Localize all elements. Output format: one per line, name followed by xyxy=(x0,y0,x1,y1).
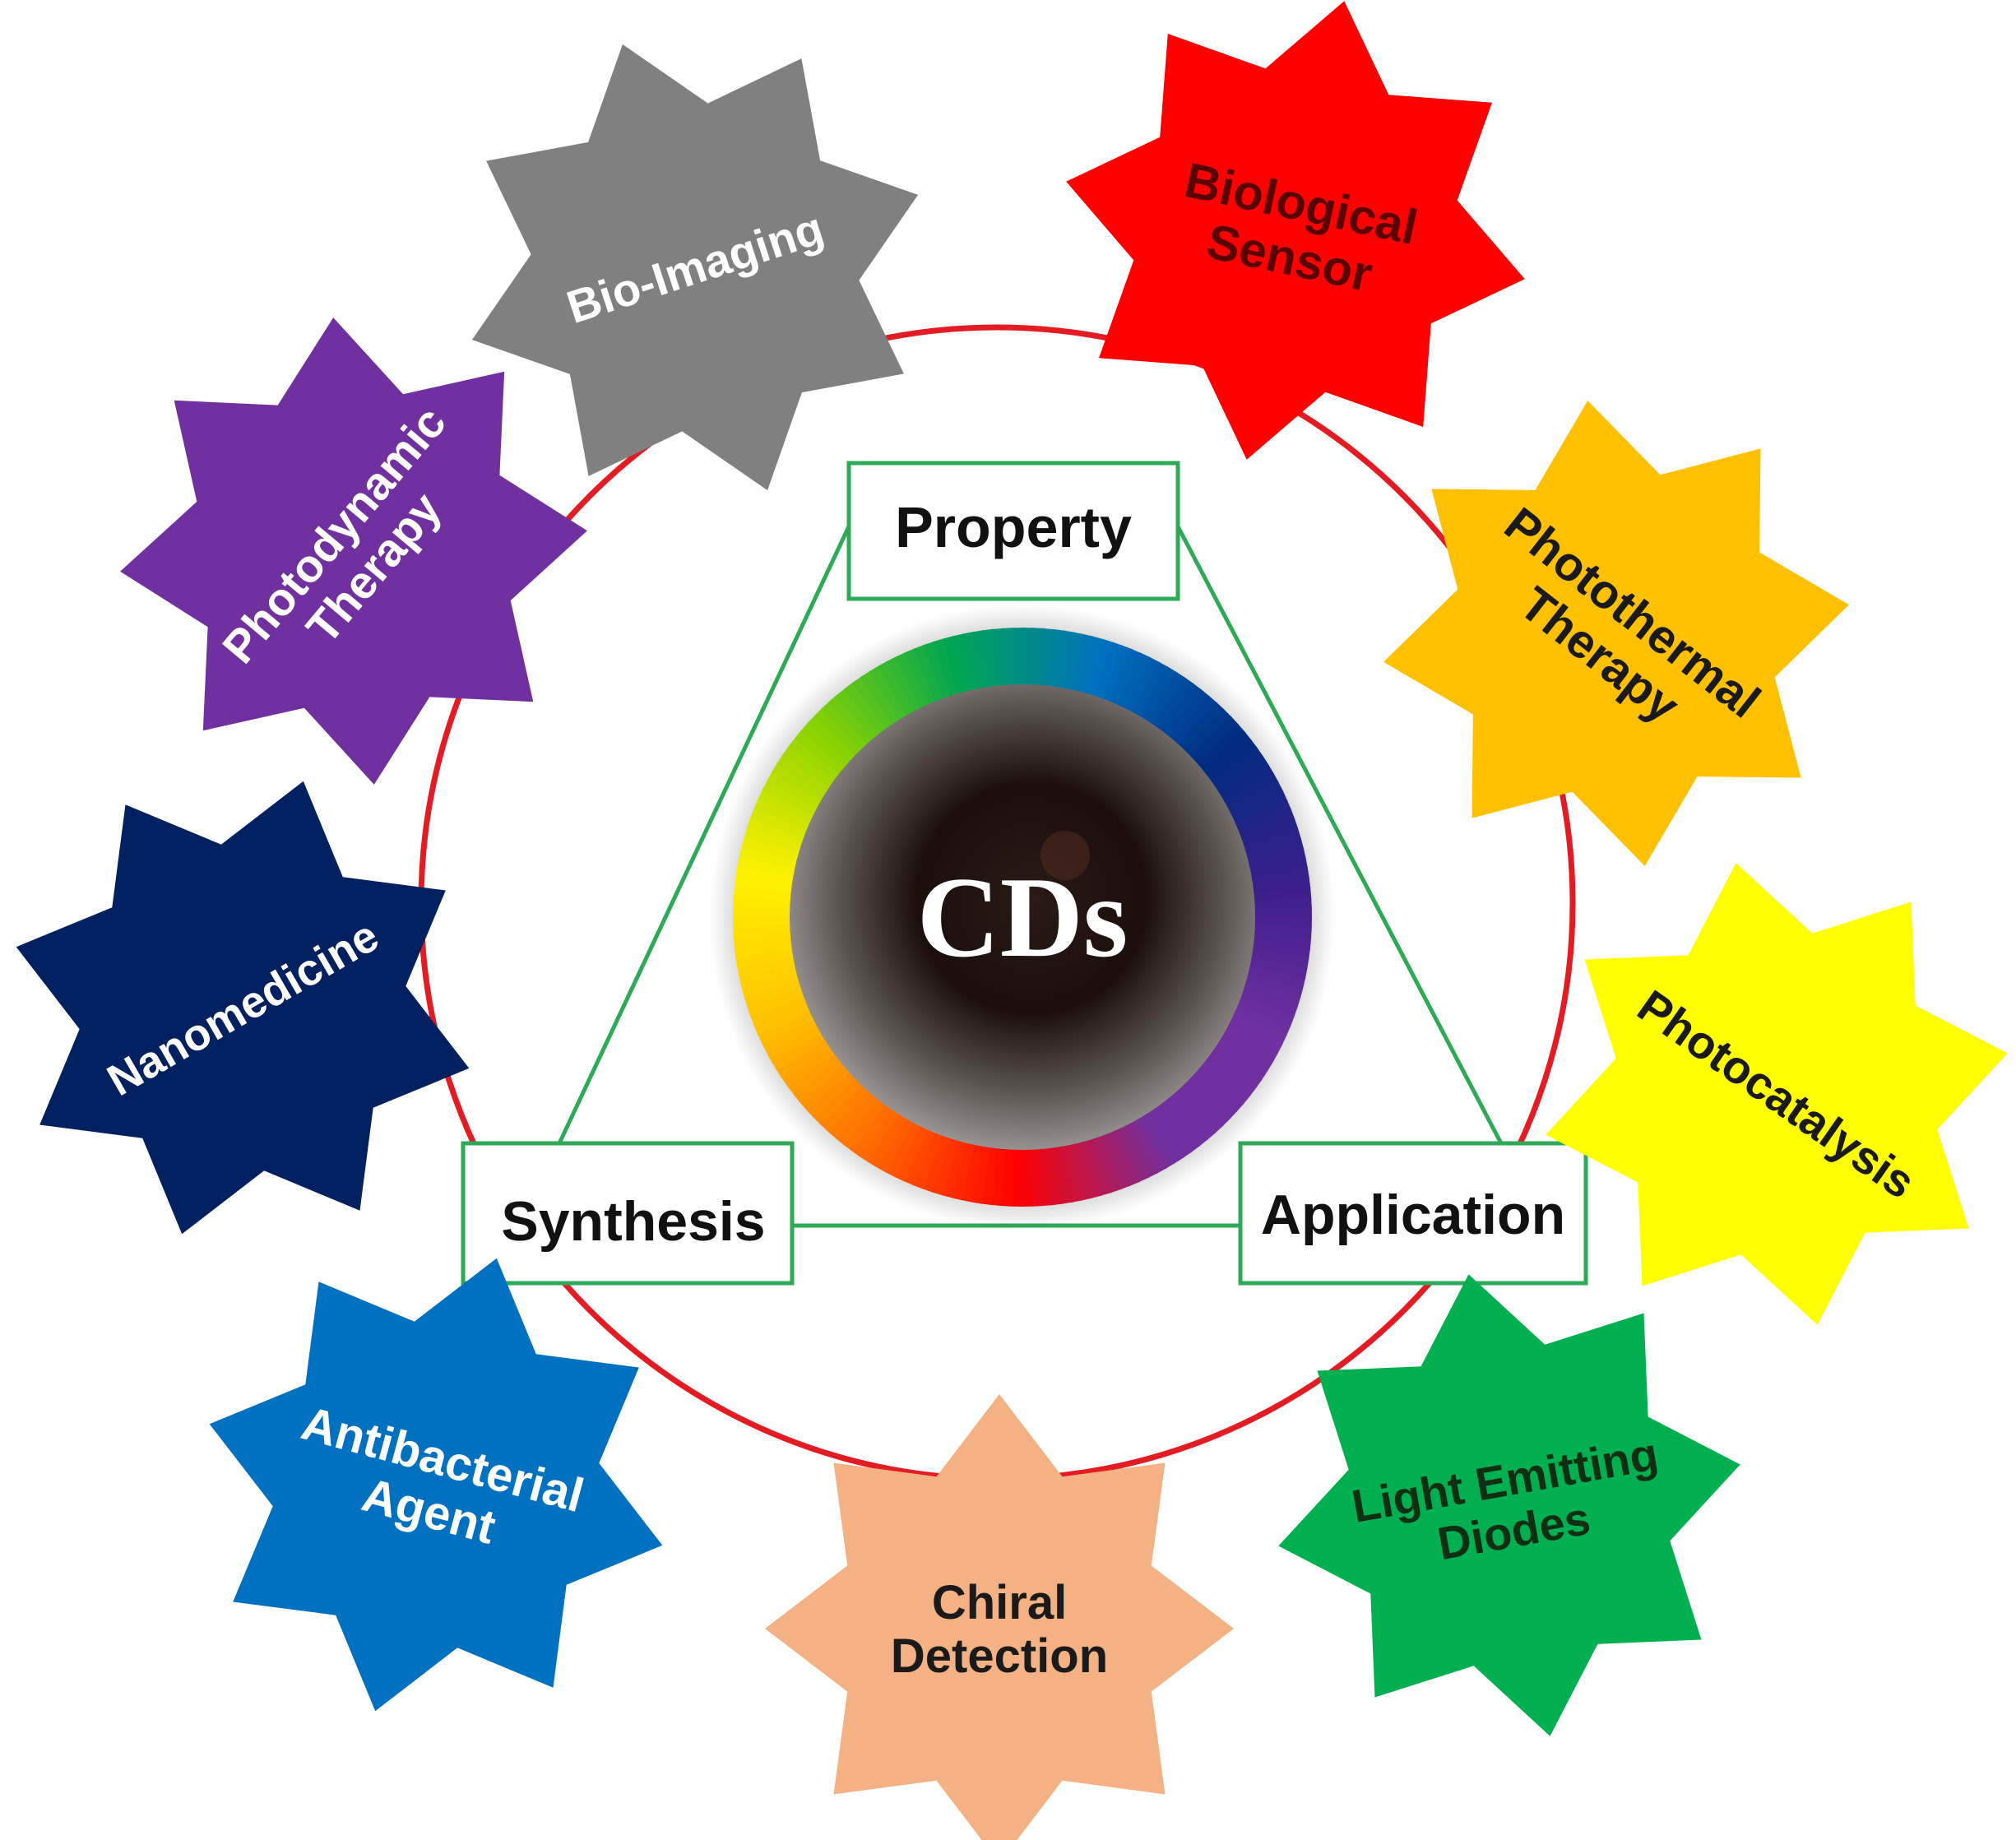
star-biological-sensor: BiologicalSensor xyxy=(1066,1,1525,460)
star-shape xyxy=(471,44,919,491)
star-photothermal-therapy: PhotothermalTherapy xyxy=(1383,401,1849,866)
property-box: Property xyxy=(846,461,1180,601)
star-shape xyxy=(120,317,587,785)
star-shape xyxy=(1546,863,2008,1325)
star-shape xyxy=(1383,401,1849,866)
star-bio-imaging: Bio-Imaging xyxy=(471,44,919,491)
star-shape xyxy=(209,1258,663,1712)
synthesis-label: Synthesis xyxy=(501,1190,765,1253)
cds-label: CDs xyxy=(917,854,1128,981)
application-stars: Bio-Imaging BiologicalSensorPhotothermalT… xyxy=(16,1,2008,1840)
star-antibacterial-agent: AntibacterialAgent xyxy=(209,1258,663,1712)
application-label: Application xyxy=(1261,1184,1565,1246)
application-box: Application xyxy=(1238,1141,1588,1286)
star-photocatalysis: Photocatalysis xyxy=(1546,863,2008,1325)
star-light-emitting-diodes: Light EmittingDiodes xyxy=(1278,1274,1740,1736)
rainbow-ring xyxy=(733,628,1312,1207)
property-label: Property xyxy=(895,495,1132,559)
cds-particle: CDs xyxy=(710,605,1335,1230)
synthesis-box: Synthesis xyxy=(461,1141,795,1286)
star-shape xyxy=(1066,1,1525,460)
star-shape xyxy=(16,781,470,1235)
star-shape xyxy=(765,1394,1234,1840)
star-shape xyxy=(1278,1274,1740,1736)
cds-core xyxy=(790,684,1255,1150)
star-photodynamic-therapy: PhotodynamicTherapy xyxy=(120,317,587,785)
star-nanomedicine: Nanomedicine xyxy=(16,781,470,1235)
